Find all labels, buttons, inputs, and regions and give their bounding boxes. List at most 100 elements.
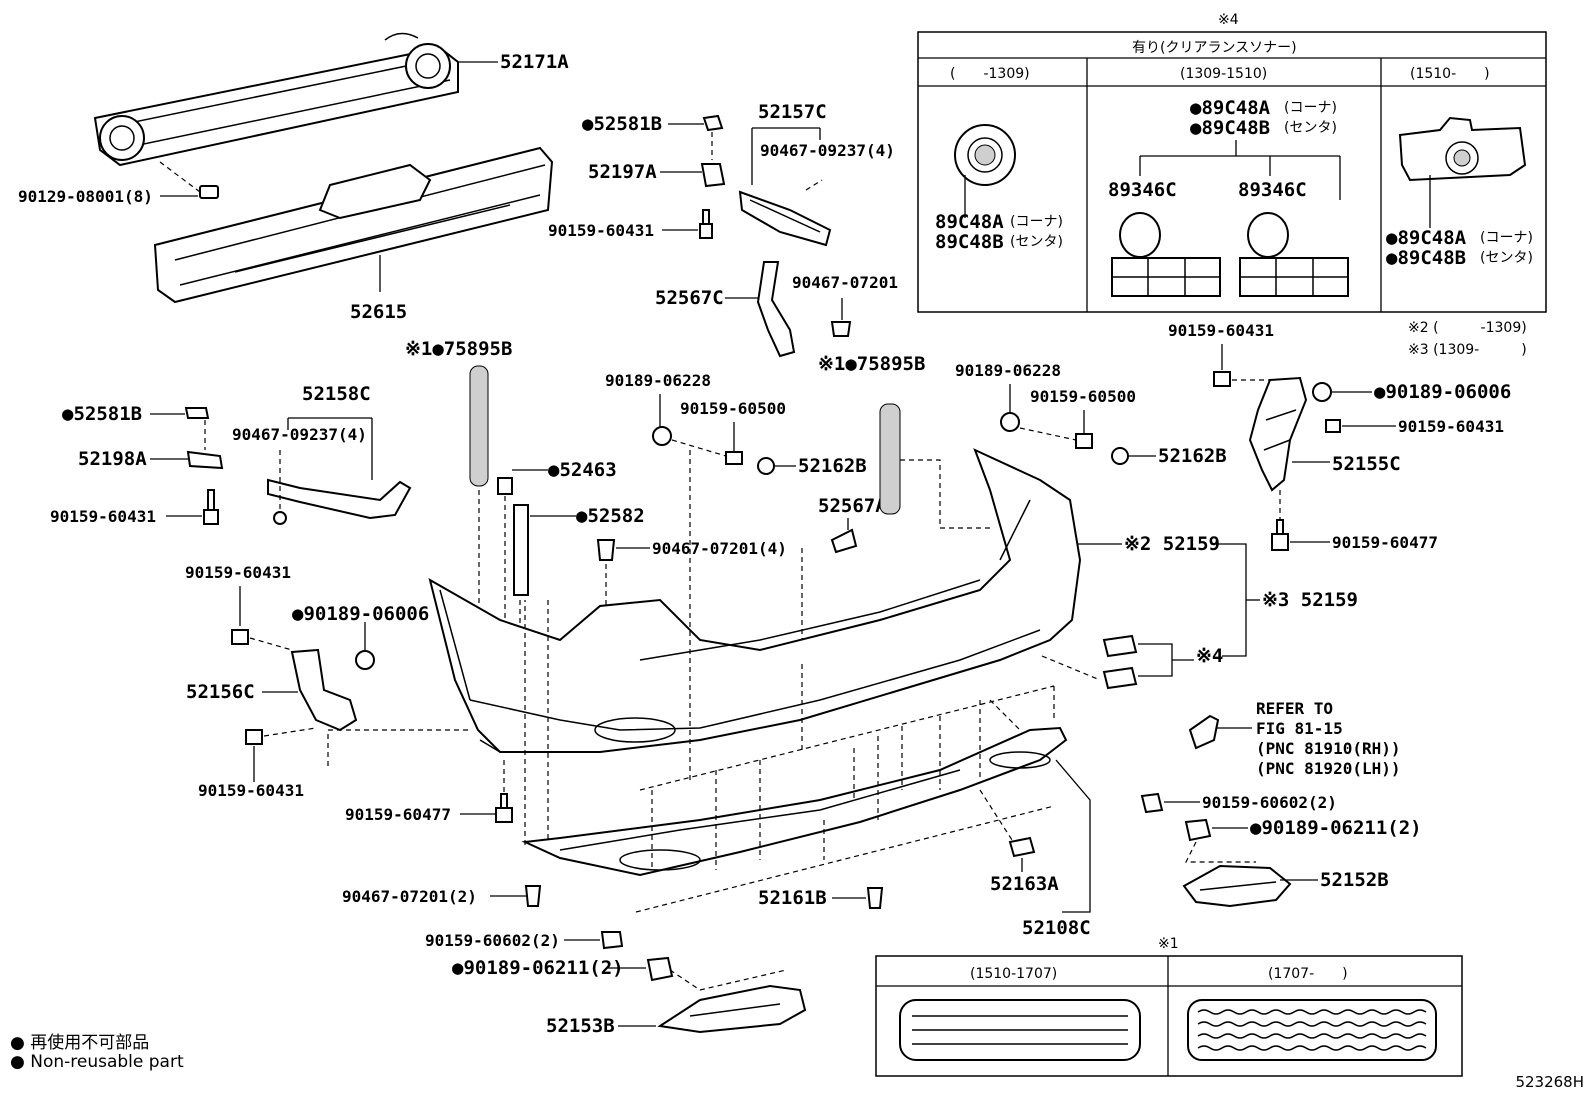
label-52108C: 52108C <box>1022 917 1091 939</box>
label-90467-07201-2: 90467-07201(2) <box>342 887 477 906</box>
label-90189-06006-r: ●90189-06006 <box>1374 381 1511 403</box>
sonar-table <box>917 31 1547 313</box>
label-52158C: 52158C <box>302 383 371 405</box>
refer-line1: REFER TO <box>1256 699 1333 718</box>
label-52152B: 52152B <box>1320 869 1389 891</box>
reflector-icon-1510-1707 <box>899 999 1141 1061</box>
sonar-c1-b-sub: (センタ) <box>1010 234 1063 250</box>
sonar-col1: ( -1309) <box>950 66 1030 82</box>
sonar-sensor-icon-col1 <box>954 124 1016 186</box>
stay-52567C <box>756 261 796 358</box>
reflector-75895B-left <box>469 365 489 487</box>
label-52197A: 52197A <box>588 161 657 183</box>
label-90189-06211-r: ●90189-06211(2) <box>1250 817 1422 839</box>
refer-line2: FIG 81-15 <box>1256 719 1343 738</box>
bolt-90129 <box>199 185 219 199</box>
label-52567C: 52567C <box>655 287 724 309</box>
label-52162B-a: 52162B <box>798 455 867 477</box>
label-90159-60477-l: 90159-60477 <box>345 805 451 824</box>
label-52198A: 52198A <box>78 448 147 470</box>
label-52157C: 52157C <box>758 101 827 123</box>
clip-52161B <box>866 887 884 909</box>
part-52582 <box>513 504 529 596</box>
nut-90189-06211-r <box>1184 818 1212 842</box>
grommet-52162B-b <box>1111 447 1129 465</box>
label-90159-60477-r: 90159-60477 <box>1332 533 1438 552</box>
label-52567A: 52567A <box>818 495 887 517</box>
label-note4: ※4 <box>1218 12 1239 28</box>
note-2: ※2 ( -1309) <box>1408 320 1527 336</box>
sonar-bracket-icon-left <box>1111 212 1221 297</box>
bracket-52155C <box>1248 376 1308 492</box>
reflector-col2: (1707- ) <box>1268 966 1348 982</box>
label-90159-60431-d: 90159-60431 <box>1398 417 1504 436</box>
label-90189-06006-l: ●90189-06006 <box>292 603 429 625</box>
label-90159-60602-l: 90159-60602(2) <box>425 931 560 950</box>
label-90189-06228-a: 90189-06228 <box>605 371 711 390</box>
screw-90159-b <box>203 489 219 525</box>
part-52463 <box>497 477 513 495</box>
sonar-c1-b: 89C48B <box>935 231 1004 253</box>
lower-garnish-52108C <box>521 726 1068 877</box>
label-52162B-b: 52162B <box>1158 445 1227 467</box>
nut-90189-06228-b <box>1000 412 1020 432</box>
screw-90159-f <box>245 729 263 745</box>
sonar-c3-a: ●89C48A <box>1386 227 1467 249</box>
label-90159-60431-e: 90159-60431 <box>185 563 291 582</box>
figure-code: 523268H <box>1515 1073 1584 1091</box>
nut-90189-06006-l <box>355 650 375 670</box>
stay-52567A <box>830 528 858 554</box>
sonar-col3: (1510- ) <box>1410 66 1490 82</box>
screw-90159-60500-a <box>725 451 743 465</box>
label-90467-07201-a: 90467-07201 <box>792 273 898 292</box>
clip-90467-07201-4 <box>596 539 616 561</box>
label-52159-3: ※3 52159 <box>1262 589 1358 611</box>
label-52581B-left: ●52581B <box>62 403 142 425</box>
sonar-clip-upper <box>1102 634 1138 658</box>
label-90189-06211-l: ●90189-06211(2) <box>452 957 624 979</box>
housing-52152B <box>1182 864 1292 908</box>
sonar-bracket-icon-col3 <box>1398 116 1527 182</box>
screw-90159-60477-l <box>495 793 513 823</box>
clip-52581B-top <box>702 114 724 132</box>
label-52155C: 52155C <box>1332 453 1401 475</box>
legend-jp: ● 再使用不可部品 <box>10 1033 150 1053</box>
label-90159-60431-c: 90159-60431 <box>1168 321 1274 340</box>
nut-90189-06228-a <box>652 426 672 446</box>
sonar-c3-b: ●89C48B <box>1386 247 1466 269</box>
reflector-table <box>875 955 1463 1077</box>
clip-90467-07201-2 <box>524 885 542 907</box>
label-90467-09237-top: 90467-09237(4) <box>760 141 895 160</box>
screw-90159-60602-l <box>600 931 624 950</box>
label-90189-06228-b: 90189-06228 <box>955 361 1061 380</box>
label-52156C: 52156C <box>186 681 255 703</box>
refer-line4: (PNC 81920(LH)) <box>1256 759 1401 778</box>
screw-90159-60500-b <box>1075 433 1093 449</box>
screw-90159-e <box>231 629 249 645</box>
reflector-75895B-right <box>879 403 901 515</box>
sonar-c2-a-sub: (コーナ) <box>1284 100 1337 116</box>
label-90467-07201-4: 90467-07201(4) <box>652 539 787 558</box>
clip-52198A <box>186 450 224 470</box>
label-52581B-top: ●52581B <box>582 113 662 135</box>
label-52171A: 52171A <box>500 51 569 73</box>
sonar-c3-a-sub: (コーナ) <box>1480 230 1533 246</box>
sonar-c2-left: 89346C <box>1108 179 1177 201</box>
label-52163A: 52163A <box>990 873 1059 895</box>
screw-90159-60477-r <box>1271 519 1289 551</box>
clip-90467-a <box>830 321 852 337</box>
retainer-52157C <box>738 190 832 247</box>
reflector-icon-1707 <box>1187 999 1437 1061</box>
label-90159-60500-b: 90159-60500 <box>1030 387 1136 406</box>
sonar-bracket-icon-right <box>1239 212 1349 297</box>
grommet-52162B-a <box>757 457 775 475</box>
screw-90159-a <box>699 209 713 239</box>
label-52582: ●52582 <box>576 505 645 527</box>
clip-52197A <box>700 163 726 188</box>
label-52463: ●52463 <box>548 459 617 481</box>
sonar-header: 有り(クリアランスソナー) <box>1132 40 1297 56</box>
label-52161B: 52161B <box>758 887 827 909</box>
label-note4-ref: ※4 <box>1196 645 1223 667</box>
clip-52163A <box>1008 836 1036 858</box>
